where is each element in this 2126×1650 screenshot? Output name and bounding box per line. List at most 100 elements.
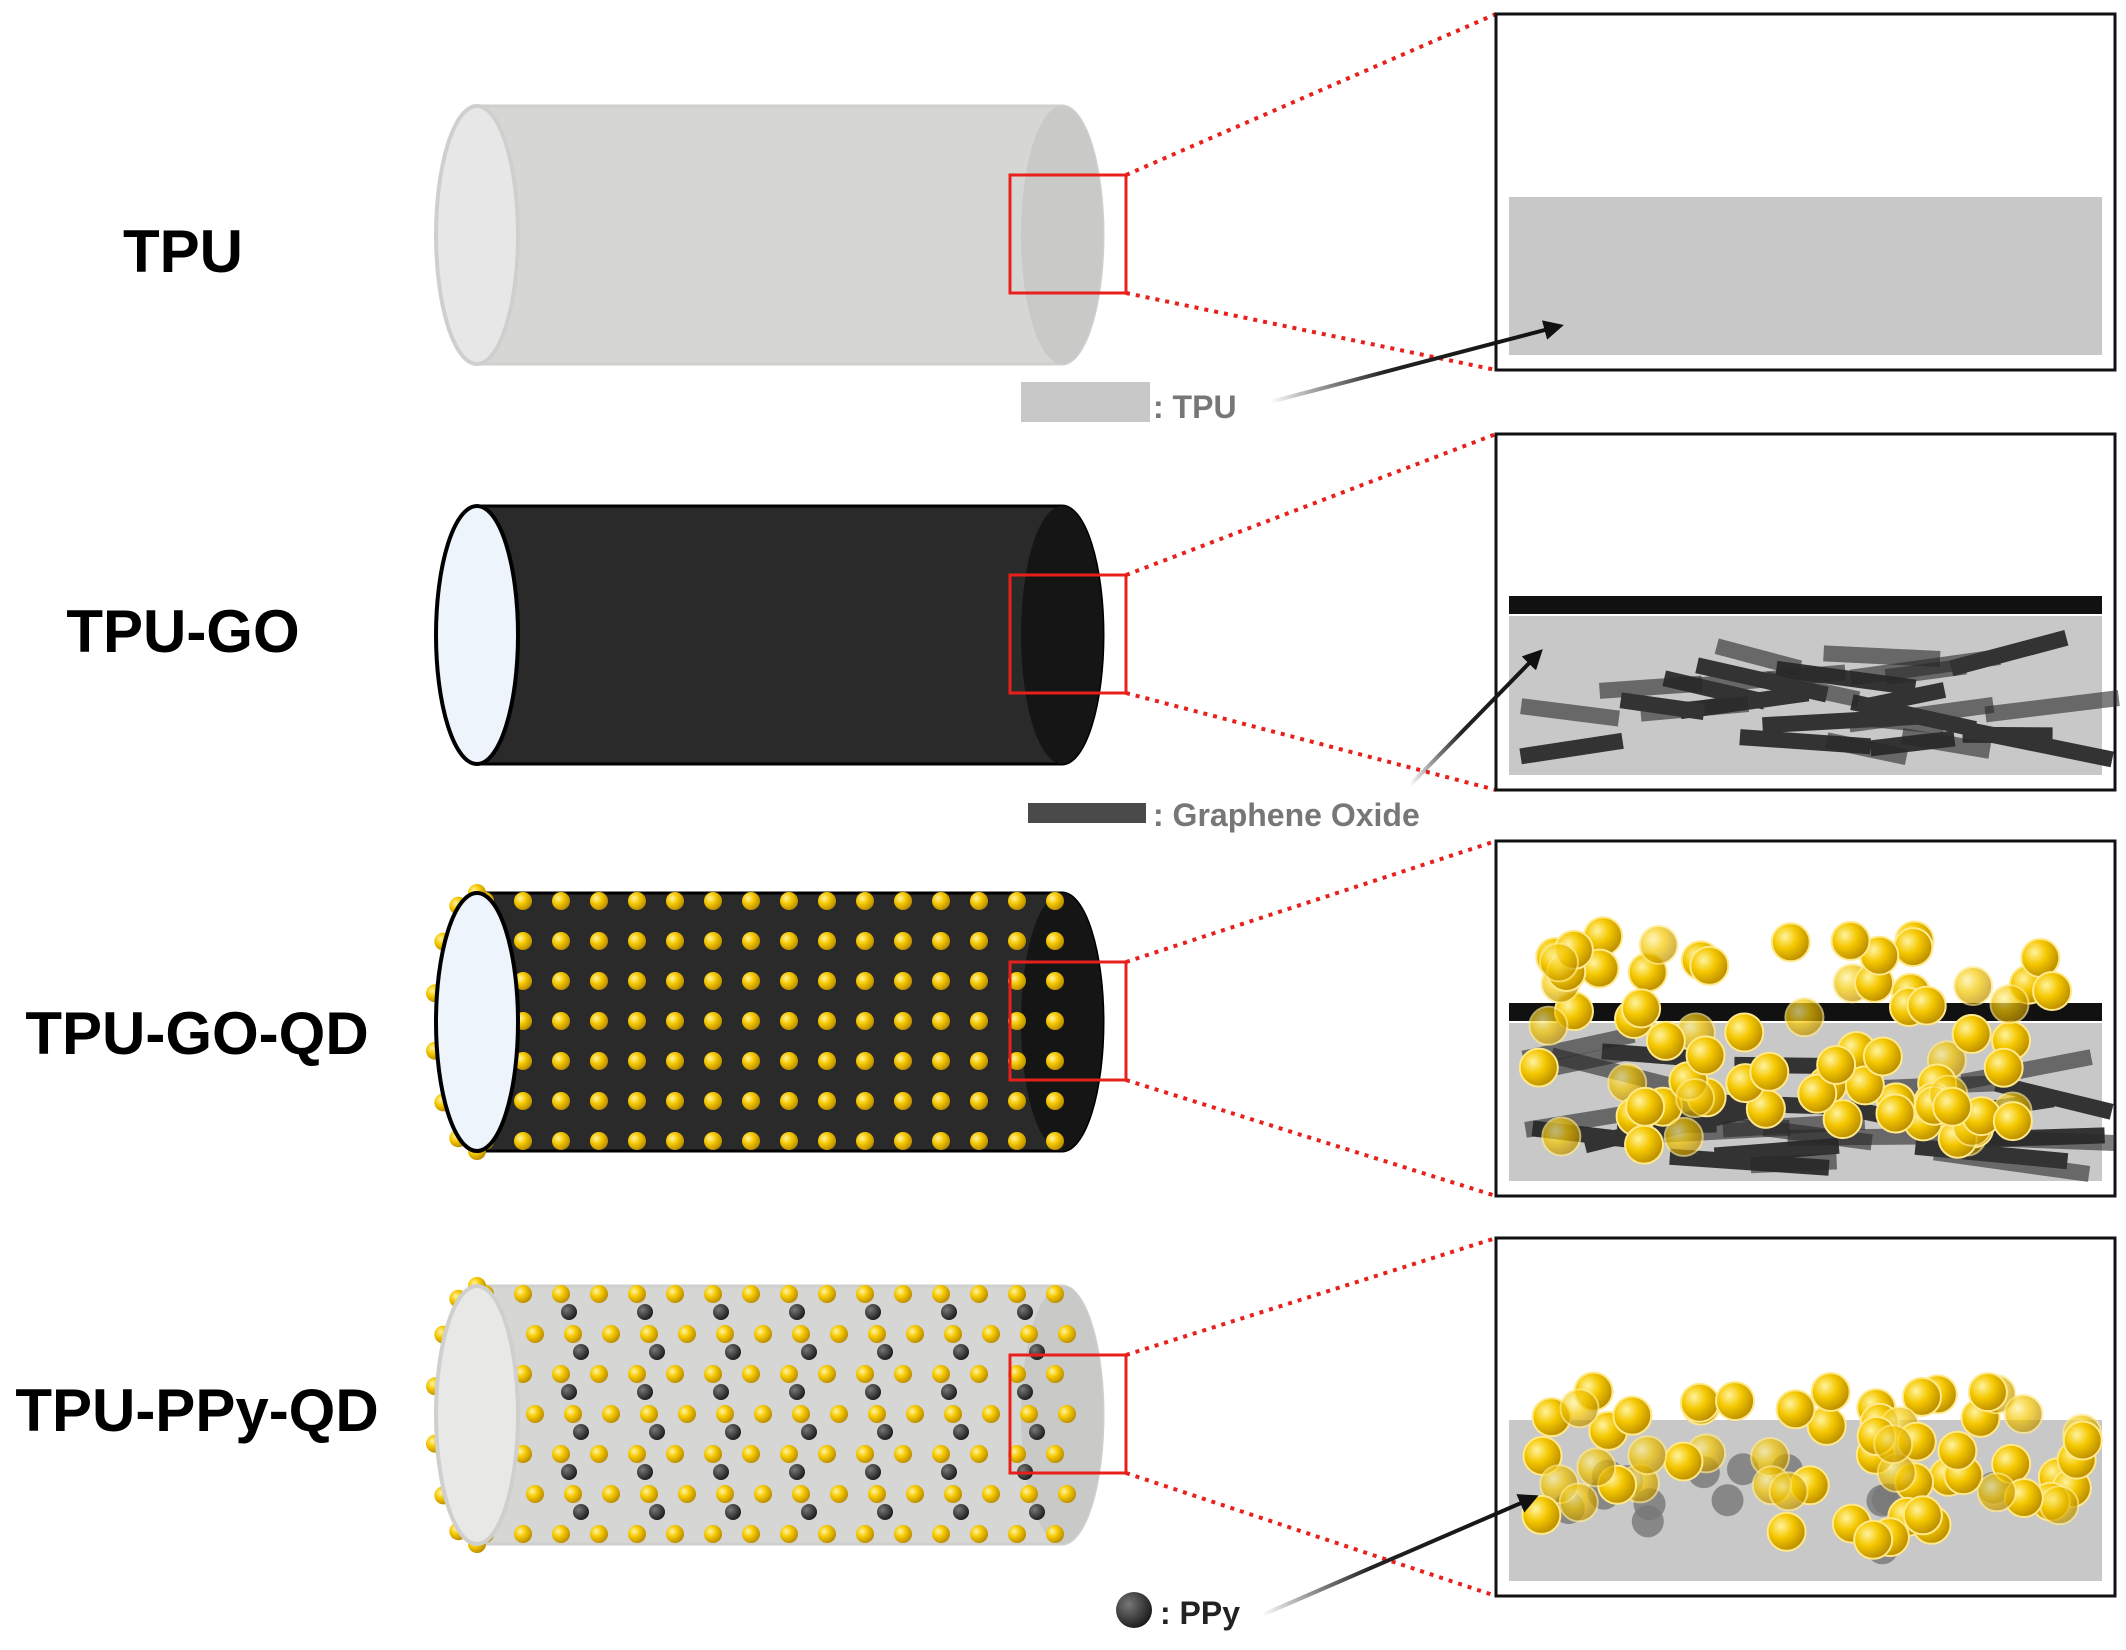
quantum-dot [1008,1052,1026,1070]
quantum-dot [818,1132,836,1150]
quantum-dot [970,932,988,950]
quantum-dot [666,1445,684,1463]
quantum-dot [1816,1044,1857,1085]
quantum-dot [590,1092,608,1110]
ppy-particle [1017,1384,1033,1400]
quantum-dot [552,1445,570,1463]
quantum-dot [1558,1482,1599,1523]
quantum-dot [564,1405,582,1423]
zoom-region-box [1008,1353,1128,1475]
quantum-dot [754,1405,772,1423]
quantum-dot [552,1132,570,1150]
quantum-dot [1518,1047,1559,1088]
quantum-dot [1768,1471,1809,1512]
quantum-dot [1663,1116,1704,1157]
quantum-dot [526,1485,544,1503]
quantum-dot [780,1285,798,1303]
quantum-dot [1766,1511,1807,1552]
graphene-oxide-sheet [1861,682,1947,715]
zoom-region-box [1008,173,1128,295]
ppy-particle [637,1384,653,1400]
quantum-dot [552,892,570,910]
quantum-dot [1906,985,1947,1026]
quantum-dot [1058,1325,1076,1343]
quantum-dot [780,892,798,910]
quantum-dot [552,1285,570,1303]
quantum-dot [1902,1495,1943,1536]
quantum-dot [2003,1394,2044,1435]
zoom-guide-line [1125,839,1497,964]
quantum-dot [780,1092,798,1110]
ppy-particle [941,1304,957,1320]
quantum-dot [856,892,874,910]
quantum-dot [856,1092,874,1110]
ppy-particle [1029,1504,1045,1520]
quantum-dot [894,1525,912,1543]
quantum-dot [640,1485,658,1503]
quantum-dot [818,932,836,950]
quantum-dot [932,1132,950,1150]
quantum-dot [818,1012,836,1030]
fiber-cross-section [434,1284,520,1546]
quantum-dot [1724,1012,1765,1053]
quantum-dot [666,972,684,990]
ppy-particle [713,1384,729,1400]
quantum-dot [590,1052,608,1070]
quantum-dot [1625,1086,1666,1127]
ppy-particle [877,1424,893,1440]
quantum-dot [742,972,760,990]
quantum-dot [856,1525,874,1543]
quantum-dot [628,1285,646,1303]
quantum-dot [628,1365,646,1383]
quantum-dot [932,1285,950,1303]
quantum-dot [1046,1012,1064,1030]
quantum-dot [818,1525,836,1543]
quantum-dot [780,1365,798,1383]
ppy-particle [649,1504,665,1520]
quantum-dot [628,972,646,990]
arrow-graphene-oxide [1408,649,1543,787]
quantum-dot [742,932,760,950]
quantum-dot [906,1325,924,1343]
quantum-dot [856,1445,874,1463]
quantum-dot [982,1485,1000,1503]
quantum-dot [894,1052,912,1070]
graphene-oxide-sheet [1994,1075,2114,1120]
ppy-particle [713,1464,729,1480]
quantum-dot [868,1485,886,1503]
ppy-particle [725,1424,741,1440]
quantum-dot [678,1405,696,1423]
quantum-dot [742,892,760,910]
quantum-dot [666,1012,684,1030]
ppy-particle [725,1344,741,1360]
ppy-particle [865,1464,881,1480]
legend-swatch-ppy [1116,1592,1152,1628]
quantum-dot [552,1012,570,1030]
fiber-row-go [434,432,2120,792]
quantum-dot [1046,1525,1064,1543]
quantum-dot [1528,1005,1569,1046]
quantum-dot [944,1485,962,1503]
ppy-particle [573,1424,589,1440]
quantum-dot [1008,972,1026,990]
quantum-dot [1749,1051,1790,1092]
zoom-guide-line [1125,691,1497,792]
quantum-dot [1770,922,1811,963]
quantum-dot [970,1445,988,1463]
quantum-dot [1020,1325,1038,1343]
quantum-dot [704,1012,722,1030]
legend-swatch-graphene-oxide [1028,803,1146,823]
quantum-dot [792,1405,810,1423]
quantum-dot [1020,1485,1038,1503]
quantum-dot [894,1092,912,1110]
quantum-dot [514,1132,532,1150]
quantum-dot [666,932,684,950]
quantum-dot [742,1052,760,1070]
quantum-dot [1875,1093,1916,1134]
quantum-dot [856,1132,874,1150]
quantum-dot [818,1052,836,1070]
quantum-dot [552,1525,570,1543]
quantum-dot [742,1285,760,1303]
zoom-guide-line [1125,1078,1497,1198]
quantum-dot [932,972,950,990]
